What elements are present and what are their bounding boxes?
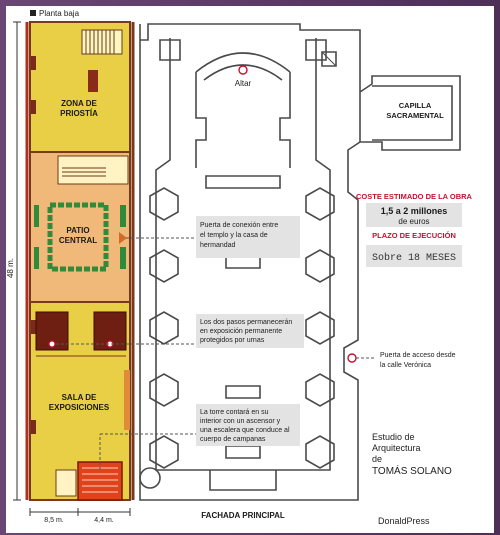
callout-tower: La torre contará en su interior con un a…	[99, 404, 300, 470]
altar-marker	[238, 65, 248, 75]
sala-label-2: EXPOSICIONES	[49, 403, 110, 412]
callout-2-line-3: protegidos por urnas	[200, 337, 265, 344]
callout-3-line-4: cuerpo de campanas	[200, 436, 266, 443]
callout-1-line-3: hermandad	[200, 242, 236, 249]
facade-label: FACHADA PRINCIPAL	[201, 511, 285, 520]
callout-3-line-1: La torre contará en su	[200, 409, 269, 416]
agency-credit: DonaldPress	[378, 516, 430, 526]
studio-line-2: Arquitectura	[372, 443, 421, 453]
patio-planters	[47, 202, 109, 272]
callout-4-line-2: la calle Verónica	[380, 362, 431, 369]
studio-line-3: de	[372, 454, 382, 464]
floor-plan: Planta baja	[6, 9, 473, 526]
plazo-title: PLAZO DE EJECUCIÓN	[372, 231, 456, 240]
callout-2-line-1: Los dos pasos permanecerán	[200, 319, 292, 326]
zona-label-2: PRIOSTÍA	[60, 109, 98, 118]
plan-label: Planta baja	[39, 9, 80, 18]
coste-title: COSTE ESTIMADO DE LA OBRA	[356, 192, 473, 201]
callout-4-line-1: Puerta de acceso desde	[380, 352, 456, 359]
church-outline	[139, 23, 461, 501]
callout-3-line-3: una escalera que conduce al	[200, 427, 290, 434]
altar-label: Altar	[235, 79, 252, 88]
dimension-width-total: 8,5 m.	[44, 517, 64, 524]
studio-line-1: Estudio de	[372, 432, 415, 442]
callout-3-line-2: interior con un ascensor y	[200, 418, 281, 425]
plazo-value: Sobre 18 MESES	[372, 252, 456, 264]
studio-line-4: TOMÁS SOLANO	[372, 464, 452, 477]
callout-1-line-1: Puerta de conexión entre	[200, 222, 278, 229]
coste-unit: de euros	[398, 217, 429, 226]
zona-label-1: ZONA DE	[61, 99, 97, 108]
capilla-label-2: SACRAMENTAL	[386, 111, 444, 120]
access-door-marker	[347, 353, 357, 363]
legend-marker	[30, 10, 36, 16]
patio-label-2: CENTRAL	[59, 236, 97, 245]
brotherhood-house: ZONA DE PRIOSTÍA PATIO CENTRAL SALA DE E…	[25, 21, 135, 501]
capilla-label-1: CAPILLA	[399, 101, 432, 110]
callout-1-line-2: el templo y la casa de	[200, 232, 268, 239]
coste-value: 1,5 a 2 millones	[381, 206, 448, 216]
callout-connection-door: Puerta de conexión entre el templo y la …	[126, 216, 300, 258]
dimension-width-inner: 4,4 m.	[94, 517, 114, 524]
callout-pasos: Los dos pasos permanecerán en exposición…	[56, 314, 304, 348]
info-panel: COSTE ESTIMADO DE LA OBRA 1,5 a 2 millon…	[356, 192, 473, 267]
dimension-height: 48 m.	[6, 258, 15, 278]
callout-2-line-2: en exposición permanente	[200, 328, 282, 335]
sala-label-1: SALA DE	[62, 393, 97, 402]
callout-access-door: Puerta de acceso desde la calle Verónica	[347, 352, 456, 369]
floor-plan-sheet: Planta baja	[6, 6, 494, 533]
dimension-lines	[13, 21, 131, 516]
credits: Estudio de Arquitectura de TOMÁS SOLANO …	[372, 432, 452, 526]
patio-label-1: PATIO	[66, 226, 89, 235]
